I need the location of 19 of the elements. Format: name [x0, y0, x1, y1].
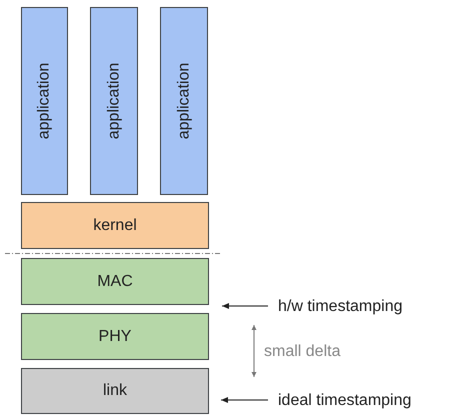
link-box — [21, 368, 209, 414]
arrow — [220, 397, 268, 403]
box-label: PHY — [98, 326, 132, 346]
box-label: ideal timestamping — [278, 391, 412, 411]
application-box — [90, 7, 138, 195]
kernel-box — [21, 202, 209, 249]
box-label: application — [34, 62, 54, 140]
arrow — [222, 303, 268, 309]
application-box — [21, 7, 68, 195]
application-box — [160, 7, 208, 195]
layer-box — [21, 313, 209, 360]
box-label: application — [174, 62, 193, 140]
box-label: link — [102, 381, 127, 401]
box-label: application — [104, 62, 123, 140]
box-label: h/w timestamping — [278, 297, 402, 317]
box-label: MAC — [97, 272, 133, 292]
double-arrow — [252, 324, 256, 378]
box-label: kernel — [93, 216, 137, 236]
layer-box — [21, 258, 209, 305]
